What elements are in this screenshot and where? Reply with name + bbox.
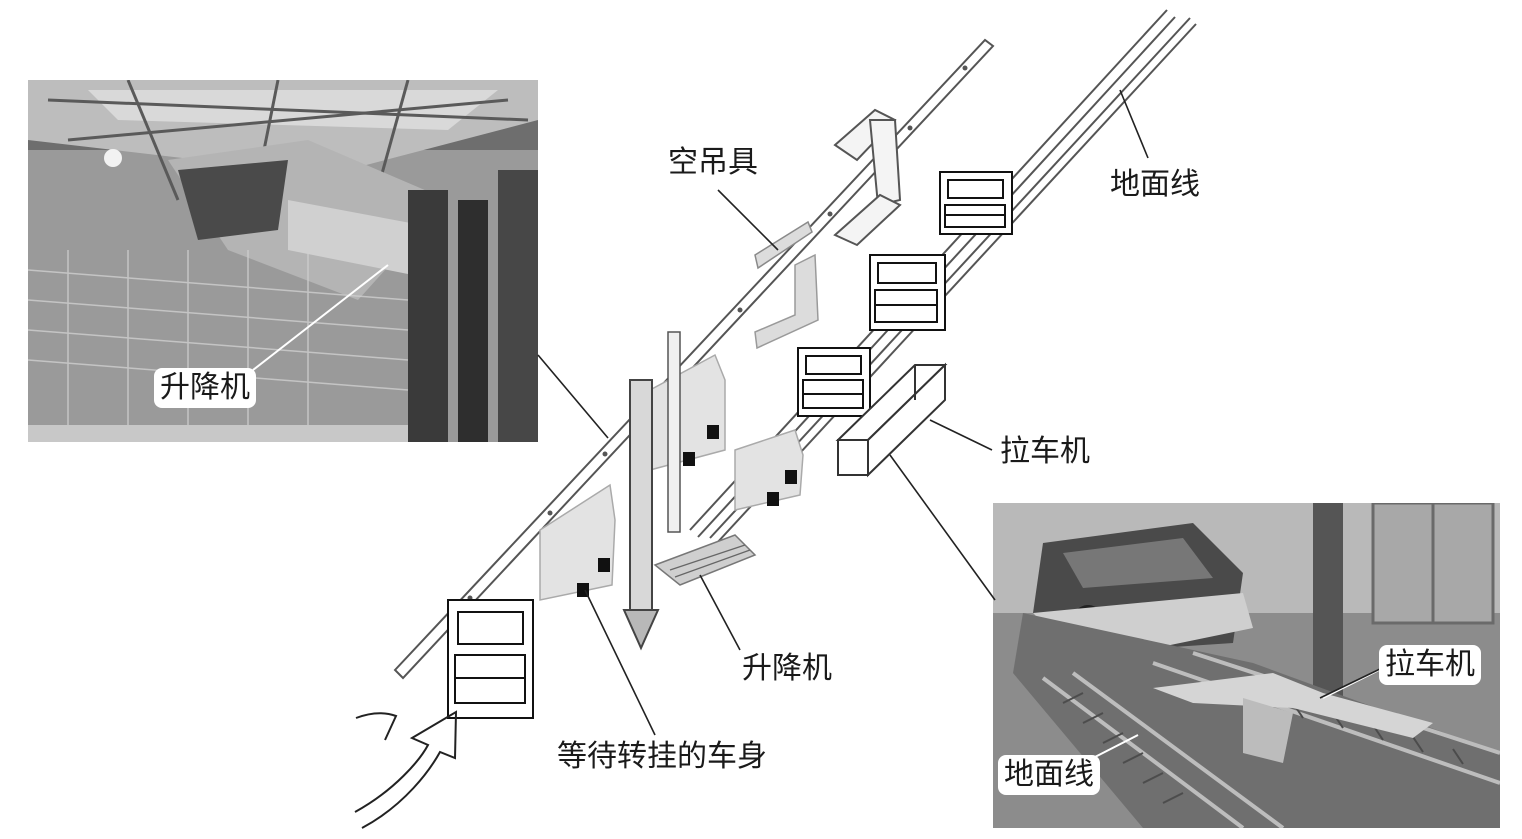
empty-hanger (754, 220, 819, 350)
waiting-bodies-label: 等待转挂的车身 (557, 739, 767, 774)
lift-photo (28, 80, 538, 442)
pull-machine-photo-image (993, 503, 1500, 828)
pull-machine-photo (993, 503, 1500, 828)
car-body-1 (939, 171, 1013, 235)
hanger-with-body-2 (734, 429, 804, 511)
entry-arrow (354, 710, 458, 829)
ground-line-label: 地面线 (1110, 167, 1200, 202)
car-body-4 (447, 599, 534, 719)
lift-center-label: 升降机 (742, 651, 832, 686)
hanger-with-body-1 (649, 353, 726, 471)
lift-photo-label: 升降机 (154, 368, 256, 408)
pull-machine-box (835, 362, 948, 478)
leader-lines (537, 89, 1383, 736)
overhead-rail (393, 38, 995, 680)
car-body-2 (869, 254, 946, 331)
lift-photo-image (28, 80, 538, 442)
pull-machine-photo-label: 拉车机 (1379, 645, 1481, 685)
empty-hanger-frame (833, 108, 902, 247)
car-body-3 (797, 347, 871, 417)
pull-machine-label: 拉车机 (1000, 434, 1090, 469)
lift-mechanism (622, 331, 757, 651)
ground-line-photo-label: 地面线 (998, 755, 1100, 795)
empty-hanger-label: 空吊具 (668, 145, 758, 180)
